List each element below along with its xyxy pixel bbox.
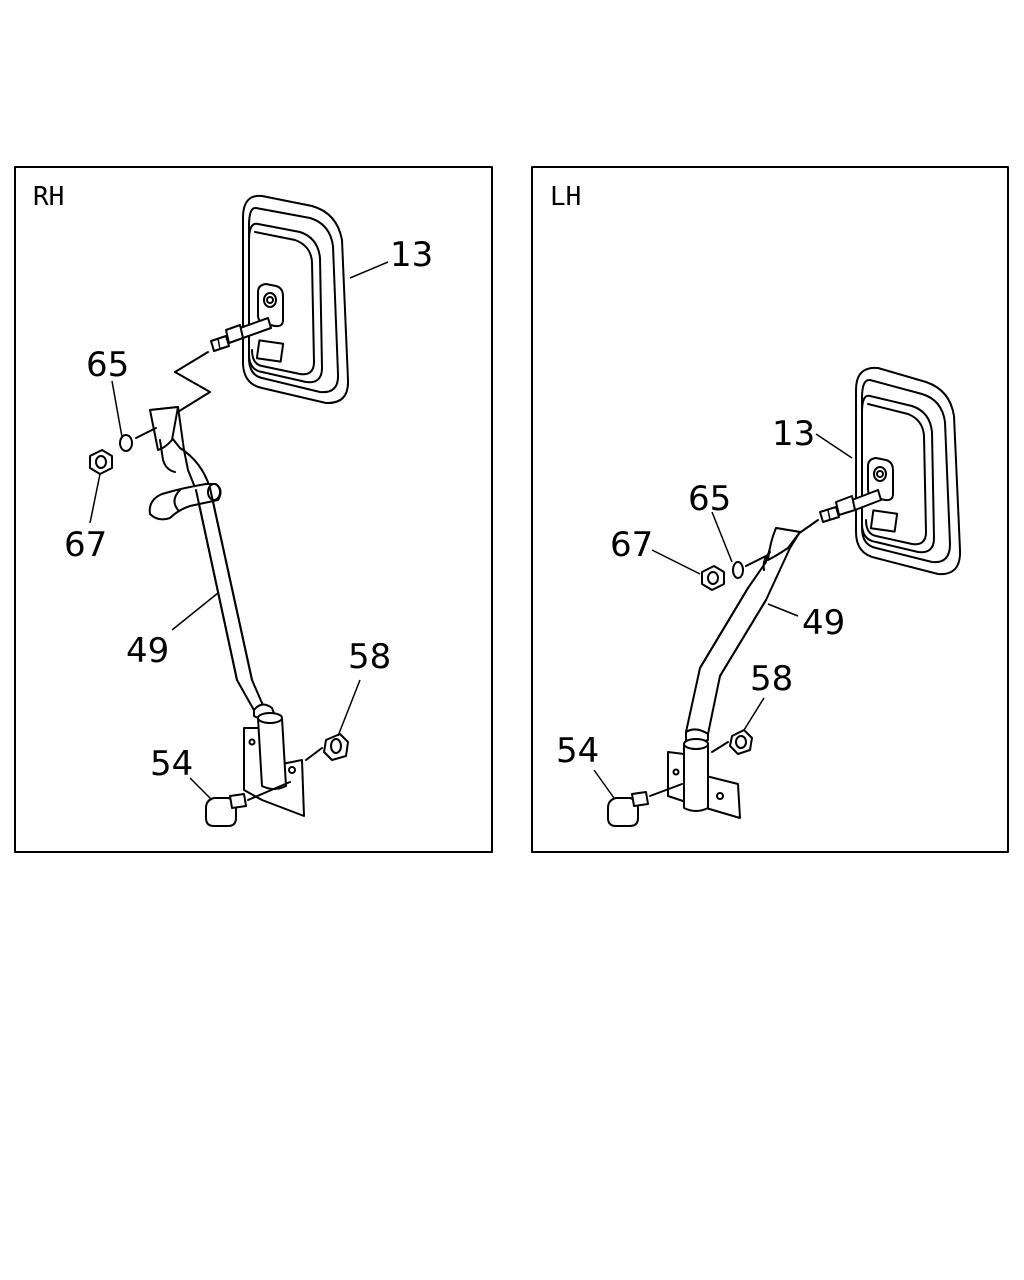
lh-callout-54: 54 xyxy=(556,731,599,771)
lh-nut-67 xyxy=(701,565,725,591)
rh-leader-65 xyxy=(111,380,123,438)
lh-callout-67: 67 xyxy=(610,525,653,565)
rh-callout-13: 13 xyxy=(390,235,433,275)
rh-mirror-stay xyxy=(148,406,276,720)
rh-zigzag-leader xyxy=(167,351,211,419)
rh-leader-54 xyxy=(189,777,213,801)
lh-leader-49 xyxy=(767,603,799,617)
lh-leader-58 xyxy=(743,697,765,731)
rh-washer-65 xyxy=(119,427,157,452)
lh-bolt-54 xyxy=(607,783,683,827)
lh-washer-65 xyxy=(732,555,767,579)
lh-leader-65 xyxy=(711,511,733,563)
rh-callout-65: 65 xyxy=(86,345,129,385)
lh-callout-65: 65 xyxy=(688,479,731,519)
rh-lower-bracket xyxy=(243,712,305,817)
rh-callout-54: 54 xyxy=(150,744,193,784)
lh-mirror-bolt xyxy=(819,489,882,523)
lh-leader-13 xyxy=(815,433,853,459)
lh-callout-49: 49 xyxy=(802,603,845,643)
rh-nut-58 xyxy=(305,733,349,761)
lh-lower-bracket xyxy=(667,738,741,819)
lh-callout-13: 13 xyxy=(772,414,815,454)
rh-leader-67 xyxy=(89,473,101,524)
rh-leader-58 xyxy=(337,679,361,737)
rh-callout-67: 67 xyxy=(64,525,107,565)
lh-mirror-stay xyxy=(685,527,801,743)
rh-mirror-head xyxy=(242,194,350,405)
rh-leader-49 xyxy=(171,592,219,631)
lh-leader-54 xyxy=(593,769,615,799)
lh-nut-58 xyxy=(711,729,753,755)
rh-panel: RH xyxy=(14,166,493,853)
lh-panel: LH xyxy=(531,166,1009,853)
rh-panel-frame xyxy=(14,166,493,853)
lh-leader-67 xyxy=(651,549,701,575)
lh-panel-frame xyxy=(531,166,1009,853)
rh-leader-13 xyxy=(349,261,389,279)
rh-callout-58: 58 xyxy=(348,637,391,677)
rh-nut-67 xyxy=(89,449,113,475)
rh-mirror-bolt xyxy=(210,317,272,352)
rh-panel-label: RH xyxy=(33,182,64,212)
rh-callout-49: 49 xyxy=(126,631,169,671)
lh-mirror-head xyxy=(855,366,962,576)
lh-bolt-leader xyxy=(797,519,819,535)
lh-callout-58: 58 xyxy=(750,659,793,699)
lh-panel-label: LH xyxy=(550,182,581,212)
